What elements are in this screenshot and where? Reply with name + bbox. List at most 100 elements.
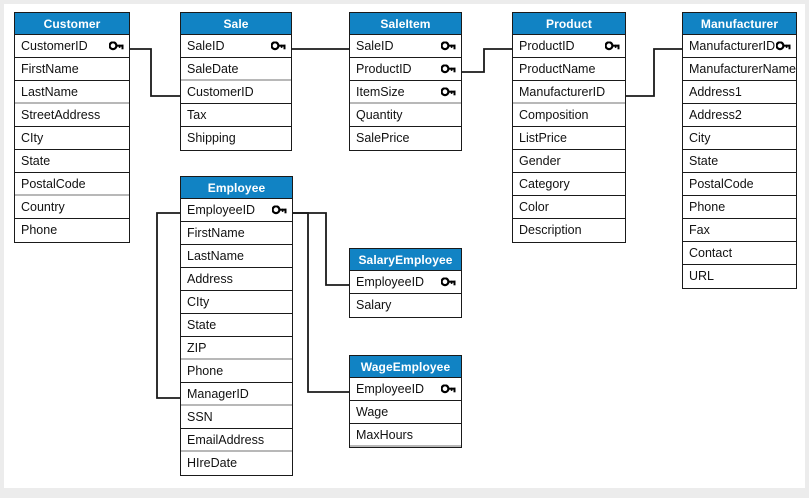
- attribute-row-customer-lastname[interactable]: LastName: [15, 81, 129, 104]
- attribute-row-employee-ssn[interactable]: SSN: [181, 406, 292, 429]
- attribute-row-employee-phone[interactable]: Phone: [181, 360, 292, 383]
- attribute-row-customer-phone[interactable]: Phone: [15, 219, 129, 242]
- attribute-row-saleitem-itemsize[interactable]: ItemSize: [350, 81, 461, 104]
- attribute-row-employee-employeeid[interactable]: EmployeeID: [181, 199, 292, 222]
- attribute-row-saleitem-saleid[interactable]: SaleID: [350, 35, 461, 58]
- attribute-row-sale-saledate[interactable]: SaleDate: [181, 58, 291, 81]
- attribute-row-sale-customerid[interactable]: CustomerID: [181, 81, 291, 104]
- attribute-label: Address1: [689, 85, 742, 99]
- attribute-row-employee-hiredate[interactable]: HIreDate: [181, 452, 292, 475]
- attribute-label: LastName: [187, 249, 244, 263]
- attribute-label: Address2: [689, 108, 742, 122]
- attribute-row-employee-zip[interactable]: ZIP: [181, 337, 292, 360]
- attribute-row-manufacturer-address1[interactable]: Address1: [683, 81, 796, 104]
- attribute-row-product-category[interactable]: Category: [513, 173, 625, 196]
- attribute-row-employee-firstname[interactable]: FirstName: [181, 222, 292, 245]
- attribute-label: Fax: [689, 223, 710, 237]
- attribute-row-saleitem-saleprice[interactable]: SalePrice: [350, 127, 461, 150]
- attribute-row-customer-postalcode[interactable]: PostalCode: [15, 173, 129, 196]
- attribute-row-customer-customerid[interactable]: CustomerID: [15, 35, 129, 58]
- product-to-saleitem-link[interactable]: [462, 48, 512, 73]
- attribute-row-wageemployee-employeeid[interactable]: EmployeeID: [350, 378, 461, 401]
- attribute-label: CustomerID: [187, 85, 254, 99]
- attribute-row-manufacturer-contact[interactable]: Contact: [683, 242, 796, 265]
- attribute-row-manufacturer-fax[interactable]: Fax: [683, 219, 796, 242]
- employee-to-wageemployee-link[interactable]: [293, 212, 349, 393]
- entity-title-saleitem: SaleItem: [350, 13, 461, 35]
- manufacturer-to-product-link[interactable]: [626, 48, 682, 97]
- entity-title-customer: Customer: [15, 13, 129, 35]
- attribute-row-manufacturer-city[interactable]: City: [683, 127, 796, 150]
- primary-key-icon: [271, 41, 286, 51]
- attribute-row-salaryemployee-employeeid[interactable]: EmployeeID: [350, 271, 461, 294]
- primary-key-icon: [605, 41, 620, 51]
- primary-key-icon: [441, 384, 456, 394]
- attribute-label: ManufacturerID: [689, 39, 776, 53]
- attribute-row-manufacturer-url[interactable]: URL: [683, 265, 796, 288]
- attribute-row-product-listprice[interactable]: ListPrice: [513, 127, 625, 150]
- entity-title-sale: Sale: [181, 13, 291, 35]
- attribute-row-product-manufacturerid[interactable]: ManufacturerID: [513, 81, 625, 104]
- primary-key-icon: [441, 41, 456, 51]
- attribute-row-employee-city[interactable]: CIty: [181, 291, 292, 314]
- attribute-row-manufacturer-phone[interactable]: Phone: [683, 196, 796, 219]
- attribute-row-employee-address[interactable]: Address: [181, 268, 292, 291]
- attribute-row-product-productid[interactable]: ProductID: [513, 35, 625, 58]
- attribute-row-product-composition[interactable]: Composition: [513, 104, 625, 127]
- attribute-label: Salary: [356, 298, 392, 312]
- primary-key-icon: [441, 277, 456, 287]
- attribute-row-manufacturer-manufacturerid[interactable]: ManufacturerID: [683, 35, 796, 58]
- attribute-row-employee-managerid[interactable]: ManagerID: [181, 383, 292, 406]
- attribute-row-product-gender[interactable]: Gender: [513, 150, 625, 173]
- employee-manager-self-link[interactable]: [156, 212, 180, 399]
- attribute-row-sale-shipping[interactable]: Shipping: [181, 127, 291, 150]
- attribute-label: ItemSize: [356, 85, 405, 99]
- attribute-label: Contact: [689, 246, 733, 260]
- attribute-label: StreetAddress: [21, 108, 101, 122]
- entity-title-manufacturer: Manufacturer: [683, 13, 796, 35]
- attribute-row-wageemployee-maxhours[interactable]: MaxHours: [350, 424, 461, 447]
- attribute-row-wageemployee-wage[interactable]: Wage: [350, 401, 461, 424]
- attribute-row-customer-city[interactable]: CIty: [15, 127, 129, 150]
- attribute-row-manufacturer-manufacturername[interactable]: ManufacturerName: [683, 58, 796, 81]
- primary-key-icon: [109, 41, 124, 51]
- attribute-row-sale-tax[interactable]: Tax: [181, 104, 291, 127]
- attribute-row-saleitem-quantity[interactable]: Quantity: [350, 104, 461, 127]
- attribute-row-employee-lastname[interactable]: LastName: [181, 245, 292, 268]
- attribute-row-product-productname[interactable]: ProductName: [513, 58, 625, 81]
- attribute-row-customer-streetaddress[interactable]: StreetAddress: [15, 104, 129, 127]
- attribute-row-manufacturer-postalcode[interactable]: PostalCode: [683, 173, 796, 196]
- attribute-row-customer-firstname[interactable]: FirstName: [15, 58, 129, 81]
- attribute-label: ListPrice: [519, 131, 567, 145]
- attribute-row-manufacturer-address2[interactable]: Address2: [683, 104, 796, 127]
- attribute-row-sale-saleid[interactable]: SaleID: [181, 35, 291, 58]
- attribute-label: ProductName: [519, 62, 596, 76]
- attribute-label: FirstName: [187, 226, 245, 240]
- customer-to-sale-link[interactable]: [130, 48, 180, 97]
- attribute-label: Phone: [21, 223, 58, 237]
- attribute-row-product-color[interactable]: Color: [513, 196, 625, 219]
- attribute-label: MaxHours: [356, 428, 413, 442]
- employee-to-salaryemployee-link[interactable]: [293, 212, 349, 286]
- attribute-row-product-description[interactable]: Description: [513, 219, 625, 242]
- attribute-label: Quantity: [356, 108, 403, 122]
- attribute-row-manufacturer-state[interactable]: State: [683, 150, 796, 173]
- attribute-row-customer-state[interactable]: State: [15, 150, 129, 173]
- attribute-row-saleitem-productid[interactable]: ProductID: [350, 58, 461, 81]
- attribute-row-employee-emailaddress[interactable]: EmailAddress: [181, 429, 292, 452]
- attribute-label: ManufacturerName: [689, 62, 796, 76]
- attribute-row-salaryemployee-salary[interactable]: Salary: [350, 294, 461, 317]
- entity-title-product: Product: [513, 13, 625, 35]
- attribute-row-employee-state[interactable]: State: [181, 314, 292, 337]
- attribute-row-customer-country[interactable]: Country: [15, 196, 129, 219]
- primary-key-icon: [776, 41, 791, 51]
